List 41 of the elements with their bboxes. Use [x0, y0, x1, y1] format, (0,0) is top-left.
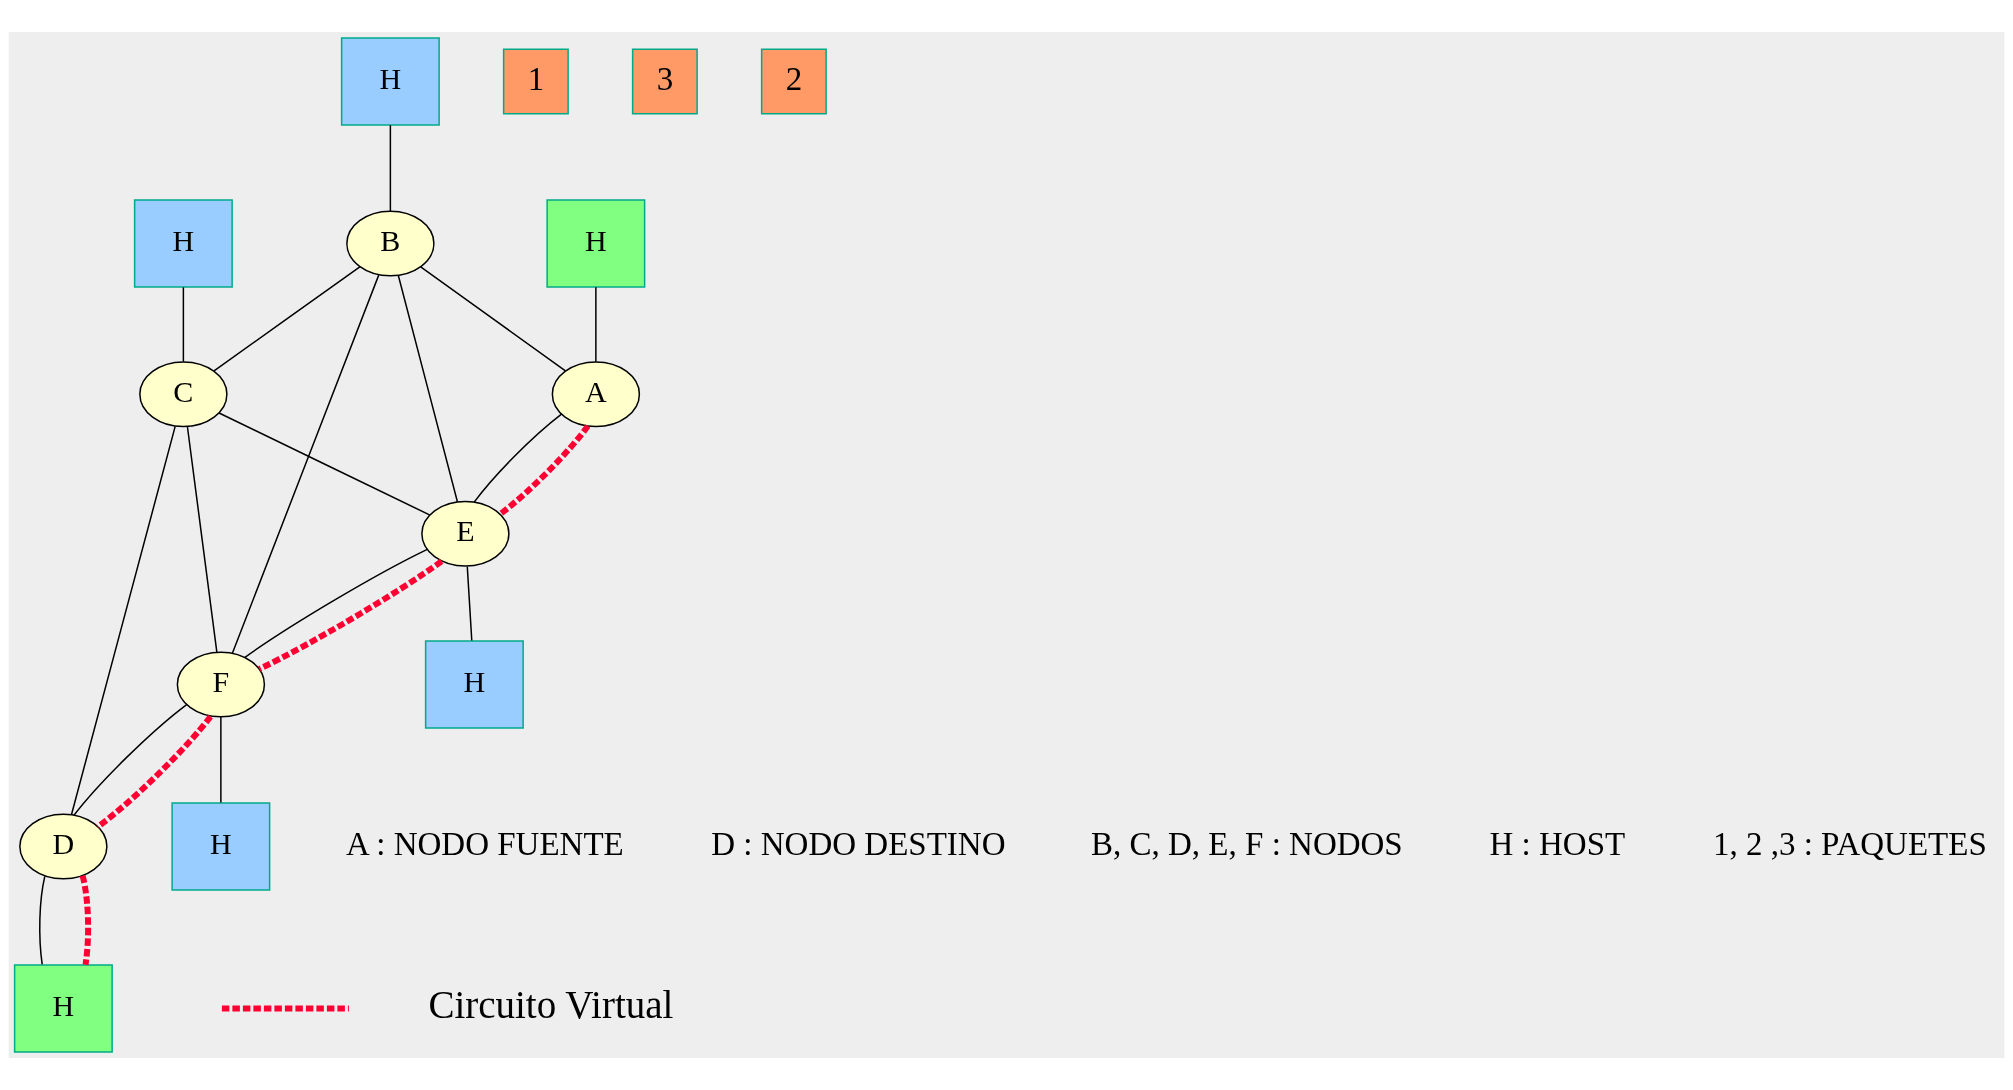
node-box: 2 — [760, 48, 827, 115]
connector — [397, 275, 459, 503]
connector — [231, 274, 380, 654]
connector — [218, 412, 431, 516]
node-box: H — [546, 199, 646, 288]
node-ellipse: F — [176, 651, 266, 718]
label: 1, 2 ,3 : PAQUETES — [1712, 825, 1987, 862]
node-ellipse: E — [421, 500, 510, 567]
connector — [389, 124, 392, 212]
connector — [244, 548, 429, 659]
connector — [186, 425, 218, 653]
connector — [73, 703, 188, 816]
node-box: H — [133, 199, 233, 288]
connector — [220, 716, 222, 804]
label: A : NODO FUENTE — [346, 825, 624, 862]
label: H : HOST — [1489, 825, 1626, 862]
connector — [79, 875, 92, 966]
connector — [213, 266, 361, 372]
connector — [466, 565, 473, 642]
connector — [419, 266, 567, 372]
connector — [39, 875, 46, 966]
connector — [258, 558, 444, 672]
node-ellipse: A — [551, 361, 641, 428]
node-box: H — [13, 964, 113, 1053]
node-ellipse: D — [19, 813, 108, 880]
label: D : NODO DESTINO — [711, 825, 1006, 862]
legend-label: Circuito Virtual — [428, 982, 674, 1026]
connector — [70, 425, 176, 816]
node-ellipse: B — [346, 210, 435, 277]
label: B, C, D, E, F : NODOS — [1091, 825, 1403, 862]
node-box: H — [171, 802, 271, 891]
node-box: H — [340, 37, 440, 126]
node-box: H — [424, 640, 524, 729]
node-box: 1 — [502, 48, 569, 115]
node-box: 3 — [631, 48, 698, 115]
connector — [498, 424, 591, 517]
connector — [96, 714, 213, 830]
connector — [595, 286, 597, 363]
node-ellipse: C — [139, 361, 228, 428]
connector — [473, 413, 563, 503]
connector — [182, 286, 185, 363]
